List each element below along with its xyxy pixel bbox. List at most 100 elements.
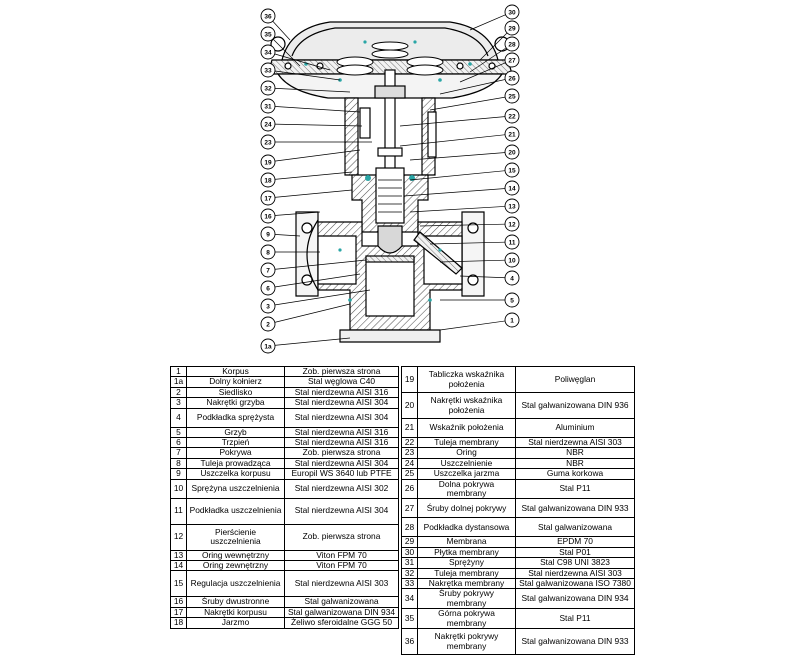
- cell-no: 20: [401, 392, 418, 419]
- callout-number: 12: [508, 222, 516, 229]
- cell-part: Pokrywa: [186, 447, 285, 459]
- cell-part: Trzpień: [186, 437, 285, 449]
- callout-bubble: [504, 108, 520, 124]
- cell-no: 6: [170, 437, 187, 449]
- cell-material: Żeliwo sferoidalne GGG 50: [284, 617, 399, 629]
- valve-body: [295, 211, 485, 343]
- callout-leader: [459, 275, 513, 279]
- cell-material: Viton FPM 70: [284, 560, 399, 572]
- cell-part: Tabliczka wskaźnika położenia: [417, 366, 516, 393]
- callout-number: 23: [264, 140, 272, 147]
- cell-no: 1: [170, 365, 187, 378]
- callout-leader: [409, 169, 513, 181]
- cell-material: Zob. pierwsza strona: [284, 523, 399, 551]
- callout-leader: [267, 33, 301, 67]
- cell-part: Tuleja membrany: [417, 436, 516, 449]
- cell-material: Stal galwanizowana DIN 936: [515, 392, 635, 419]
- cell-part: Pierścienie uszczelnienia: [186, 523, 285, 551]
- callout-number: 14: [508, 186, 516, 193]
- cell-no: 28: [401, 517, 418, 538]
- callout-bubble: [260, 338, 276, 354]
- callout-bubble: [504, 52, 520, 68]
- cell-no: 2: [170, 386, 187, 399]
- callout-bubble: [504, 144, 520, 160]
- cell-part: Uszczelnienie: [417, 457, 516, 470]
- cell-no: 33: [401, 578, 418, 590]
- cell-part: Nakrętki wskaźnika położenia: [417, 392, 516, 419]
- cell-no: 29: [401, 536, 418, 548]
- callout-bubble: [504, 198, 520, 214]
- callout-number: 31: [264, 104, 272, 111]
- callout-number: 26: [508, 76, 516, 83]
- cell-material: Stal nierdzewna AISI 304: [284, 407, 399, 428]
- callout-number: 36: [264, 14, 272, 21]
- cell-no: 8: [170, 457, 187, 470]
- cell-material: Stal nierdzewna AISI 304: [284, 397, 399, 409]
- cell-no: 12: [170, 523, 187, 551]
- callout-leader: [403, 187, 513, 197]
- cell-part: Śruby pokrywy membrany: [417, 588, 516, 610]
- cell-material: Stal nierdzewna AISI 302: [284, 478, 399, 499]
- callout-bubble: [504, 20, 520, 36]
- callout-leader: [439, 259, 513, 263]
- cell-part: Podkładka uszczelnienia: [186, 497, 285, 525]
- cell-part: Oring: [417, 447, 516, 459]
- callout-bubble: [260, 298, 276, 314]
- cell-no: 25: [401, 468, 418, 480]
- callout-bubble: [260, 316, 276, 332]
- cell-part: Podkładka sprężysta: [186, 407, 285, 428]
- cell-no: 18: [170, 617, 187, 629]
- callout-bubble: [504, 270, 520, 286]
- callout-bubble: [504, 234, 520, 250]
- cell-material: Stal C98 UNI 3823: [515, 557, 635, 569]
- callout-leader: [267, 149, 361, 163]
- callout-number: 27: [508, 58, 516, 65]
- callout-number: 1: [510, 318, 514, 325]
- callout-bubble: [260, 44, 276, 60]
- callout-number: 8: [266, 250, 270, 257]
- cell-material: Stal P01: [515, 546, 635, 559]
- callout-bubble: [260, 116, 276, 132]
- cell-no: 4: [170, 407, 187, 428]
- callout-bubble: [260, 62, 276, 78]
- callout-leader: [267, 189, 353, 199]
- callout-number: 35: [264, 32, 272, 39]
- callout-bubble: [260, 226, 276, 242]
- cell-material: Stal nierdzewna AISI 316: [284, 386, 399, 399]
- cell-material: Stal galwanizowana DIN 933: [515, 628, 635, 655]
- callout-number: 6: [266, 286, 270, 293]
- cell-no: 32: [401, 567, 418, 580]
- cell-no: 5: [170, 426, 187, 439]
- callout-number: 29: [508, 26, 516, 33]
- cell-no: 22: [401, 436, 418, 449]
- callout-number: 28: [508, 42, 516, 49]
- callout-leader: [267, 105, 361, 113]
- cell-part: Tuleja prowadząca: [186, 457, 285, 470]
- callout-number: 7: [266, 268, 270, 275]
- callout-leader: [419, 223, 513, 227]
- cell-no: 35: [401, 608, 418, 630]
- cell-part: Dolna pokrywa membrany: [417, 478, 516, 500]
- cell-material: Zob. pierwsza strona: [284, 447, 399, 459]
- callout-number: 30: [508, 10, 516, 17]
- cell-part: Siedlisko: [186, 386, 285, 399]
- cell-no: 34: [401, 588, 418, 610]
- cell-material: Stal galwanizowana DIN 934: [284, 606, 399, 619]
- cell-material: Stal nierdzewna AISI 303: [515, 436, 635, 449]
- cell-material: Stal galwanizowana ISO 7380: [515, 578, 635, 590]
